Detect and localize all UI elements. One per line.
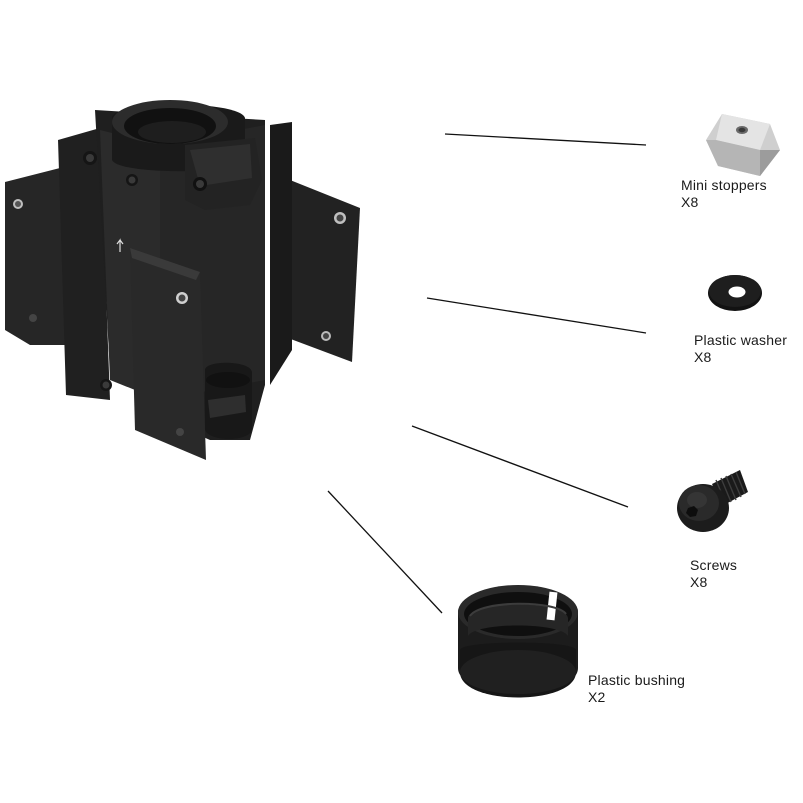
leader-line-plastic-bushing: [327, 490, 443, 614]
bracket-rear-plate: [58, 128, 110, 400]
part-name: Screws: [690, 557, 738, 573]
screw-icon: [677, 470, 748, 532]
bracket-left-wing: [5, 168, 70, 345]
leader-line-plastic-washer: [426, 297, 647, 334]
part-name: Mini stoppers: [681, 177, 767, 193]
label-plastic-washer: Plastic washer X8: [694, 332, 787, 366]
part-quantity: X2: [588, 689, 606, 705]
bracket-top-collar: [112, 100, 262, 210]
pole-mount-bracket-icon: [5, 100, 360, 460]
label-screws: Screws X8: [690, 557, 737, 591]
leader-line-screws: [411, 425, 629, 508]
mini-stopper-icon: [706, 114, 780, 176]
part-quantity: X8: [681, 194, 699, 210]
washer-icon: [708, 275, 762, 311]
part-quantity: X8: [690, 574, 708, 590]
label-mini-stoppers: Mini stoppers X8: [681, 177, 767, 211]
part-quantity: X8: [694, 349, 712, 365]
part-name: Plastic washer: [694, 332, 788, 348]
leader-lines: [327, 133, 647, 614]
bracket-front-plate: [130, 248, 206, 460]
leader-line-mini-stoppers: [444, 133, 647, 146]
label-plastic-bushing: Plastic bushing X2: [588, 672, 685, 706]
bushing-icon: [458, 585, 578, 698]
part-name: Plastic bushing: [588, 672, 686, 688]
